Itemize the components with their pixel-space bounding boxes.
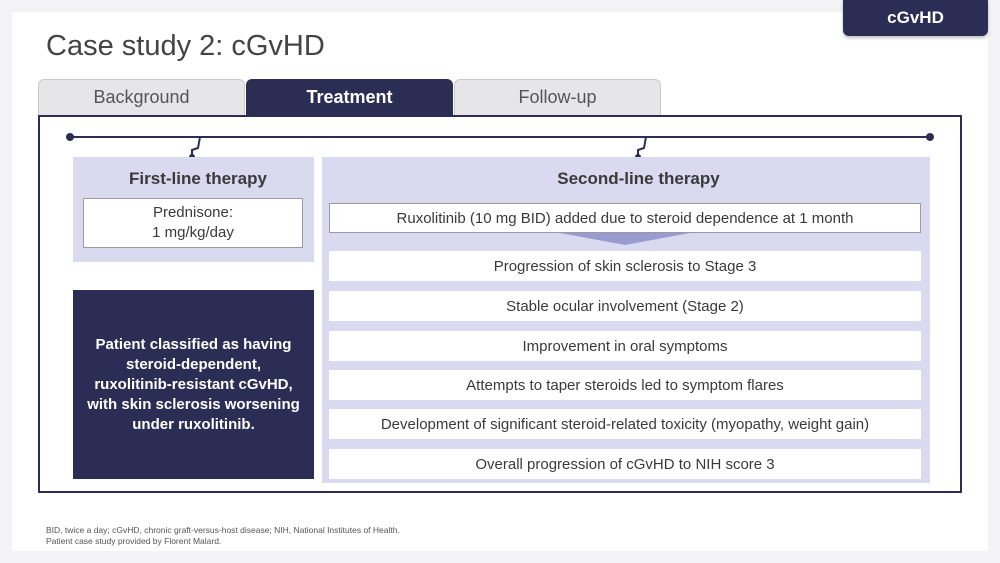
down-arrow-icon	[560, 233, 690, 245]
second-line-item: Progression of skin sclerosis to Stage 3	[329, 251, 921, 281]
second-line-item: Attempts to taper steroids led to sympto…	[329, 370, 921, 400]
second-line-item: Improvement in oral symptoms	[329, 331, 921, 361]
footnotes: BID, twice a day; cGvHD, chronic graft-v…	[46, 525, 400, 547]
timeline-start-dot	[66, 133, 74, 141]
second-line-item: Stable ocular involvement (Stage 2)	[329, 291, 921, 321]
topic-badge: cGvHD	[843, 0, 988, 36]
second-line-item: Overall progression of cGvHD to NIH scor…	[329, 449, 921, 479]
timeline-end-dot	[926, 133, 934, 141]
prednisone-dose: 1 mg/kg/day	[152, 224, 234, 241]
page-title: Case study 2: cGvHD	[46, 30, 325, 62]
tab-background[interactable]: Background	[38, 79, 245, 115]
prednisone-drug: Prednisone:	[152, 204, 234, 221]
tab-treatment[interactable]: Treatment	[246, 79, 453, 115]
prednisone-box: Prednisone: 1 mg/kg/day	[83, 198, 303, 248]
tab-follow-up[interactable]: Follow-up	[454, 79, 661, 115]
footnote-abbreviations: BID, twice a day; cGvHD, chronic graft-v…	[46, 525, 400, 535]
second-line-item: Ruxolitinib (10 mg BID) added due to ste…	[329, 203, 921, 233]
first-line-heading: First-line therapy	[129, 169, 267, 188]
timeline-line	[70, 136, 930, 138]
classification-box: Patient classified as having steroid-dep…	[73, 290, 314, 479]
second-line-item: Development of significant steroid-relat…	[329, 409, 921, 439]
footnote-source: Patient case study provided by Florent M…	[46, 536, 222, 546]
second-line-heading: Second-line therapy	[557, 169, 720, 188]
